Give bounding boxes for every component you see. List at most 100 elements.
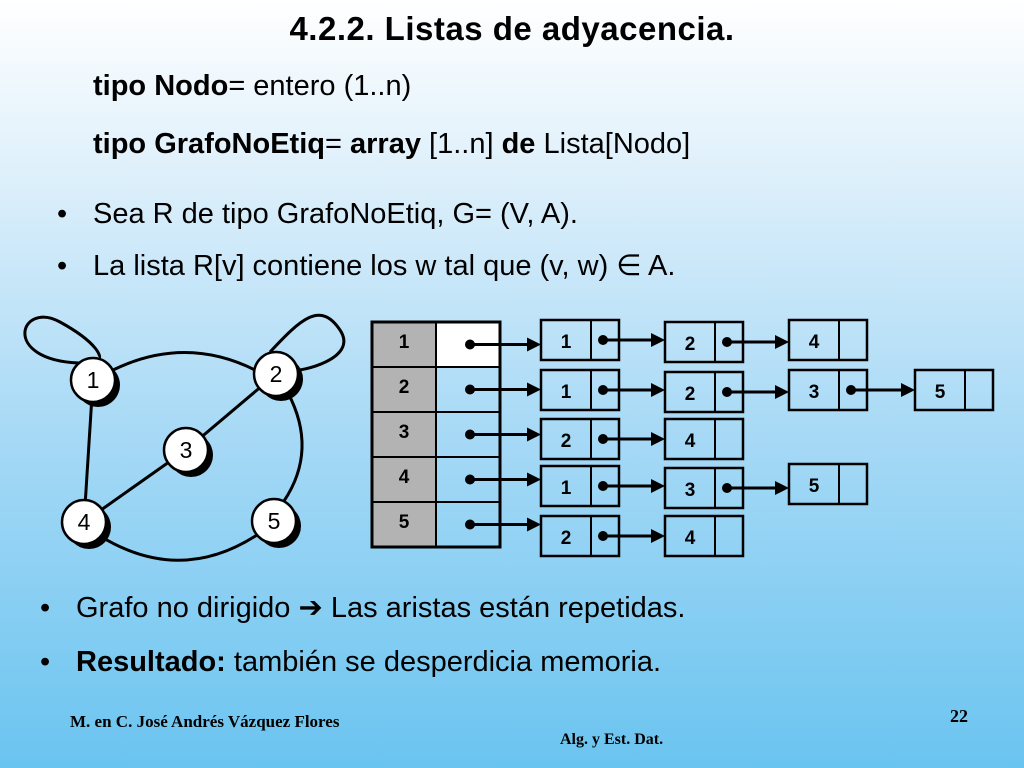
graph-node-3: 3 xyxy=(162,426,213,477)
keyword-de: de xyxy=(501,128,536,160)
list-node-value: 1 xyxy=(561,478,572,499)
list-node-4-5: 5 xyxy=(787,462,869,506)
array-range: [1..n] xyxy=(429,128,494,160)
list-node-value: 3 xyxy=(685,480,696,501)
node-label: 5 xyxy=(268,508,281,534)
node-circle xyxy=(162,426,210,474)
array-index-label: 1 xyxy=(399,332,410,353)
node-circle xyxy=(60,498,108,546)
bullet-tail: Las aristas están repetidas. xyxy=(330,592,686,624)
bullet-text: también se desperdicia memoria. xyxy=(233,646,662,678)
pointer-arrowhead xyxy=(775,335,789,349)
node-circle xyxy=(250,497,298,545)
pointer-arrowhead xyxy=(775,481,789,495)
pointer-arrowhead xyxy=(651,383,665,397)
graph-edge-4-5 xyxy=(99,533,258,562)
bullet-tail: A. xyxy=(648,250,676,282)
list-node-value: 2 xyxy=(561,528,572,549)
type-name-nodo: Nodo xyxy=(154,70,229,102)
list-node-value: 3 xyxy=(809,382,820,403)
list-node-1-4: 4 xyxy=(787,318,869,362)
list-node-3-4: 4 xyxy=(663,417,745,461)
array-index-label: 2 xyxy=(399,377,410,398)
node-label: 1 xyxy=(87,367,100,393)
node-circle xyxy=(69,356,117,404)
type-decl-nodo: tipo Nodo= entero (1..n) xyxy=(93,70,411,103)
node-label: 2 xyxy=(270,361,283,387)
bullet-dot: • xyxy=(40,592,51,624)
element-type: Lista[Nodo] xyxy=(543,128,691,160)
graph-node-1: 1 xyxy=(69,356,120,407)
node-label: 4 xyxy=(78,509,91,535)
footer-author: M. en C. José Andrés Vázquez Flores xyxy=(70,712,340,731)
bullet-dot: • xyxy=(57,250,68,282)
adjacency-list-2: 1 2 3 5 xyxy=(465,368,995,414)
list-node-box xyxy=(787,462,869,506)
keyword-tipo-2: tipo xyxy=(93,128,147,160)
pointer-arrowhead xyxy=(901,383,915,397)
list-node-value: 1 xyxy=(561,332,572,353)
list-node-value: 5 xyxy=(935,382,946,403)
adjacency-array: 1 2 3 4 5 xyxy=(370,320,502,549)
bullet-dot: • xyxy=(40,646,51,678)
list-node-value: 2 xyxy=(685,384,696,405)
array-index-label: 4 xyxy=(399,467,410,488)
graph-edge-2-2 xyxy=(268,313,345,372)
pointer-arrowhead xyxy=(527,382,541,397)
list-node-value: 2 xyxy=(685,334,696,355)
pointer-arrowhead xyxy=(527,517,541,532)
pointer-arrowhead xyxy=(651,529,665,543)
pointer-arrowhead xyxy=(651,333,665,347)
pointer-arrowhead xyxy=(651,479,665,493)
list-node-value: 1 xyxy=(561,382,572,403)
footer-course: Alg. y Est. Dat. xyxy=(560,731,664,748)
pointer-arrowhead xyxy=(527,427,541,442)
pointer-arrowhead xyxy=(775,385,789,399)
list-node-box xyxy=(663,417,745,461)
graph-node-5: 5 xyxy=(250,497,301,548)
list-node-value: 4 xyxy=(685,528,696,549)
list-node-value: 2 xyxy=(561,431,572,452)
bullet-dot: • xyxy=(57,198,68,230)
graph-node-2: 2 xyxy=(252,350,303,401)
bullet-text: Sea R de tipo GrafoNoEtiq, G= (V, A). xyxy=(93,198,578,230)
list-node-box xyxy=(663,514,745,558)
node-circle xyxy=(252,350,300,398)
type-def-nodo: = entero (1..n) xyxy=(228,70,412,102)
bullet-text: Grafo no dirigido xyxy=(76,592,291,624)
implies-arrow-icon: ➔ xyxy=(298,592,323,624)
pointer-arrowhead xyxy=(651,432,665,446)
bullet-resultado: •Resultado: también se desperdicia memor… xyxy=(40,646,661,679)
graph-edge-2-5 xyxy=(282,392,304,502)
graph-nodes: 1 2 3 4 5 xyxy=(60,350,303,549)
slide-title: 4.2.2. Listas de adyacencia. xyxy=(289,10,735,47)
element-of-symbol: ∈ xyxy=(616,250,642,282)
array-index-label: 3 xyxy=(399,422,410,443)
keyword-array: array xyxy=(350,128,421,160)
list-node-box xyxy=(787,318,869,362)
graph-edge-1-1 xyxy=(23,315,102,365)
list-node-value: 5 xyxy=(809,476,820,497)
keyword-tipo: tipo xyxy=(93,70,147,102)
array-index-label: 5 xyxy=(399,512,410,533)
list-node-2-5: 5 xyxy=(913,368,995,412)
adjacency-list-4: 1 3 5 xyxy=(465,462,869,510)
equals-sign: = xyxy=(325,128,342,160)
list-node-box xyxy=(913,368,995,412)
graph-node-4: 4 xyxy=(60,498,111,549)
array-row-4: 4 xyxy=(371,456,501,503)
page-number: 22 xyxy=(950,706,968,726)
bullet-text: La lista R[v] contiene los w tal que (v,… xyxy=(93,250,609,282)
graph-edge-1-2 xyxy=(112,351,256,372)
type-decl-grafo: tipo GrafoNoEtiq= array [1..n] de Lista[… xyxy=(93,128,690,161)
list-node-5-4: 4 xyxy=(663,514,745,558)
type-name-grafo: GrafoNoEtiq xyxy=(154,128,325,160)
pointer-arrowhead xyxy=(527,337,541,352)
node-label: 3 xyxy=(180,437,193,463)
list-node-value: 4 xyxy=(809,332,820,353)
bullet-sea-r: • Sea R de tipo GrafoNoEtiq, G= (V, A). xyxy=(57,198,578,231)
